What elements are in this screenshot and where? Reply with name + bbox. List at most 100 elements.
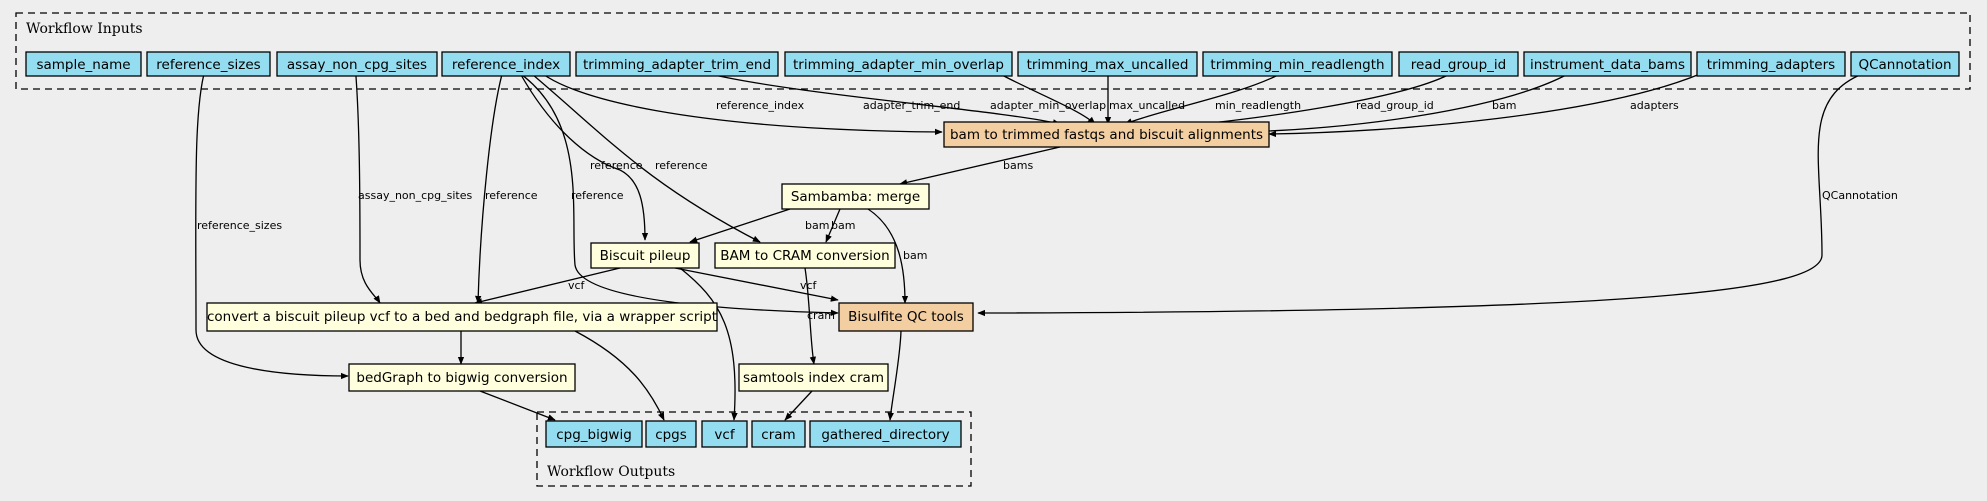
edge-qc-to-gathered <box>887 330 902 421</box>
edge-bed-to-cpgs <box>574 330 665 421</box>
edge-label-reference-index: reference_index <box>716 99 805 112</box>
step-sambamba-merge-label: Sambamba: merge <box>791 189 920 205</box>
output-vcf-label: vcf <box>714 427 735 443</box>
edge-qcannotation-to-qc <box>977 73 1863 317</box>
edge-label-reference-cram: reference <box>655 159 708 172</box>
edge-vcf-to-qc <box>674 267 839 302</box>
output-cpg-bigwig[interactable] <box>545 420 643 448</box>
edge-trim-end-to-trim <box>709 73 1061 126</box>
input-read-group-id[interactable] <box>1398 51 1519 77</box>
output-cpg-bigwig-label: cpg_bigwig <box>556 427 632 443</box>
edge-label-reference-qc: reference <box>571 189 624 202</box>
step-samtools-index-cram[interactable] <box>738 363 889 392</box>
step-bisulfite-qc-tools-label: Bisulfite QC tools <box>848 309 964 325</box>
workflow-inputs-cluster <box>15 12 1971 90</box>
input-qcannotation-label: QCannotation <box>1858 57 1951 73</box>
step-biscuit-pileup-label: Biscuit pileup <box>600 248 691 264</box>
edge-label-assay-non-cpg-sites: assay_non_cpg_sites <box>358 189 473 202</box>
edge-reference-to-bed <box>474 63 506 304</box>
input-reference-sizes[interactable] <box>146 51 271 77</box>
step-sambamba-merge[interactable] <box>781 183 930 210</box>
input-reference-index-label: reference_index <box>452 57 560 73</box>
input-sample-name-label: sample_name <box>36 57 130 73</box>
input-trimming-adapter-min-overlap[interactable] <box>784 51 1013 77</box>
output-gathered-directory-label: gathered_directory <box>821 427 949 443</box>
edge-label-cram: cram <box>807 309 835 322</box>
edge-reference-index-to-trim <box>531 63 943 136</box>
edge-reference-sizes-to-bigwig <box>195 63 349 380</box>
edge-label-bam: bam <box>1492 99 1516 112</box>
workflow-outputs-title: Workflow Outputs <box>547 464 675 480</box>
input-sample-name[interactable] <box>25 51 142 77</box>
edge-label-adapters: adapters <box>1630 99 1679 112</box>
edge-min-overlap-to-trim <box>999 73 1096 125</box>
step-bam-to-trimmed-fastqs[interactable] <box>943 121 1270 148</box>
input-reference-index[interactable] <box>441 51 571 77</box>
input-trimming-max-uncalled[interactable] <box>1017 51 1198 77</box>
edge-bam-to-pileup <box>689 208 791 243</box>
step-bam-to-trimmed-fastqs-label: bam to trimmed fastqs and biscuit alignm… <box>950 127 1263 143</box>
step-convert-pileup-to-bed-label: convert a biscuit pileup vcf to a bed an… <box>207 309 717 325</box>
edge-label-adapter-min-overlap: adapter_min_overlap <box>990 99 1106 112</box>
edge-adapters-to-trim <box>1268 73 1701 138</box>
edge-reference-to-cram <box>519 63 761 243</box>
edge-noncpg-to-bed <box>354 63 381 304</box>
output-vcf[interactable] <box>701 420 748 448</box>
edge-label-max-uncalled: max_uncalled <box>1109 99 1185 112</box>
edge-vcf-to-bed <box>474 267 621 305</box>
input-trimming-min-readlength[interactable] <box>1202 51 1393 77</box>
edge-label-bam-pileup: bam <box>805 219 829 232</box>
workflow-outputs-cluster <box>536 411 972 487</box>
input-trimming-adapter-trim-end-label: trimming_adapter_trim_end <box>583 57 771 73</box>
edge-reference-to-qc <box>504 63 839 317</box>
edge-label-bams: bams <box>1003 159 1033 172</box>
input-read-group-id-label: read_group_id <box>1411 57 1506 73</box>
input-trimming-adapters-label: trimming_adapters <box>1707 57 1835 73</box>
edge-label-min-readlength: min_readlength <box>1215 99 1301 112</box>
edge-min-readlength-to-trim <box>1124 73 1281 125</box>
edge-reference-to-pileup <box>514 63 649 241</box>
edge-label-reference-pileup: reference <box>590 159 643 172</box>
step-bisulfite-qc-tools[interactable] <box>838 302 974 332</box>
edge-vcf-to-output <box>679 267 738 421</box>
input-reference-sizes-label: reference_sizes <box>156 57 260 73</box>
input-trimming-min-readlength-label: trimming_min_readlength <box>1210 57 1384 73</box>
step-bam-to-cram-label: BAM to CRAM conversion <box>720 248 889 264</box>
output-cpgs-label: cpgs <box>655 427 687 443</box>
step-bedgraph-to-bigwig[interactable] <box>348 363 576 392</box>
edge-instrument-bams-to-trim <box>1236 73 1569 136</box>
step-bam-to-cram[interactable] <box>714 242 896 269</box>
input-trimming-max-uncalled-label: trimming_max_uncalled <box>1027 57 1189 73</box>
output-cram[interactable] <box>751 420 806 448</box>
input-instrument-data-bams[interactable] <box>1523 51 1692 77</box>
edge-label-reference-sizes: reference_sizes <box>197 219 282 232</box>
edge-label-vcf-bed: vcf <box>568 279 586 292</box>
step-bedgraph-to-bigwig-label: bedGraph to bigwig conversion <box>356 370 567 386</box>
edge-index-to-cram-output <box>784 390 813 421</box>
input-trimming-adapters[interactable] <box>1696 51 1846 77</box>
edge-bams-to-merge <box>899 146 1061 186</box>
step-convert-pileup-to-bed[interactable] <box>206 302 718 332</box>
edge-bam-to-qc <box>867 208 909 304</box>
input-assay-non-cpg-sites-label: assay_non_cpg_sites <box>287 57 427 73</box>
input-instrument-data-bams-label: instrument_data_bams <box>1530 57 1685 73</box>
edge-label-adapter-trim-end: adapter_trim_end <box>863 99 960 112</box>
workflow-inputs-title: Workflow Inputs <box>26 21 143 37</box>
edge-cram-to-index <box>804 267 816 365</box>
step-biscuit-pileup[interactable] <box>590 242 700 269</box>
edge-label-reference-bed: reference <box>485 189 538 202</box>
edge-label-bam-qc: bam <box>903 249 927 262</box>
output-cpgs[interactable] <box>645 420 697 448</box>
edge-label-bam-cram: bam <box>831 219 855 232</box>
output-gathered-directory[interactable] <box>809 420 962 448</box>
step-samtools-index-cram-label: samtools index cram <box>743 370 884 386</box>
edge-bam-to-cram <box>825 208 841 243</box>
edge-bigwig-to-output <box>479 390 556 421</box>
input-qcannotation[interactable] <box>1850 51 1960 77</box>
edge-label-vcf-qc: vcf <box>800 279 818 292</box>
input-trimming-adapter-trim-end[interactable] <box>575 51 779 77</box>
edge-label-qcannotation: QCannotation <box>1822 189 1898 202</box>
input-assay-non-cpg-sites[interactable] <box>276 51 438 77</box>
output-cram-label: cram <box>761 427 795 443</box>
